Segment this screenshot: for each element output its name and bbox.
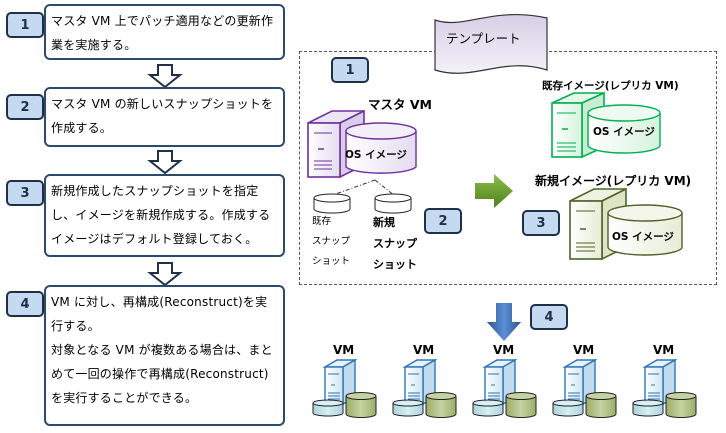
new-image-server-icon bbox=[569, 187, 683, 261]
vm-item: VM bbox=[551, 343, 627, 427]
vm-server-icon bbox=[312, 358, 377, 418]
vm-item: VM bbox=[631, 343, 707, 427]
master-vm-label: マスタ VM bbox=[368, 97, 432, 112]
new-snapshot-disk-icon bbox=[374, 193, 412, 214]
existing-snapshot-label: 既存 スナップ ショット bbox=[312, 216, 351, 267]
down-arrow-icon bbox=[147, 64, 183, 88]
step-1-text: マスタ VM 上でパッチ適用などの更新作業を実施する。 bbox=[51, 14, 274, 52]
step-4-badge: 4 bbox=[6, 291, 44, 317]
step-1-badge: 1 bbox=[6, 12, 44, 38]
down-arrow-icon bbox=[147, 150, 183, 174]
step-4-line-2: 行する。 bbox=[51, 319, 100, 333]
right-arrow-icon bbox=[475, 174, 513, 208]
step-1-box: マスタ VM 上でパッチ適用などの更新作業を実施する。 bbox=[44, 4, 285, 60]
existing-image-label: 既存イメージ(レプリカ VM) bbox=[542, 80, 679, 92]
vm-label: VM bbox=[333, 343, 355, 357]
step-4-line-1: VM に対し、再構成(Reconstruct)を実 bbox=[51, 295, 268, 309]
template-label: テンプレート bbox=[446, 31, 521, 46]
vm-item: VM bbox=[311, 343, 387, 427]
existing-snapshot-disk-icon bbox=[313, 193, 351, 214]
diagram-badge-4: 4 bbox=[530, 304, 568, 330]
vm-server-icon bbox=[472, 358, 537, 418]
diagram-badge-1: 1 bbox=[331, 57, 369, 83]
vm-item: VM bbox=[391, 343, 467, 427]
step-2-text: マスタ VM の新しいスナップショットを作成する。 bbox=[51, 97, 274, 135]
down-arrow-blue-icon bbox=[487, 303, 521, 341]
step-2-box: マスタ VM の新しいスナップショットを作成する。 bbox=[44, 87, 285, 147]
new-image-label: 新規イメージ(レプリカ VM) bbox=[535, 174, 692, 188]
vm-item: VM bbox=[471, 343, 547, 427]
step-4-line-3: 対象となる VM が複数ある場合は、まと bbox=[51, 343, 273, 357]
vm-server-icon bbox=[392, 358, 457, 418]
step-2-badge: 2 bbox=[6, 94, 44, 120]
vm-label: VM bbox=[413, 343, 435, 357]
vm-server-icon bbox=[552, 358, 617, 418]
step-4-line-5: を実行することができる。 bbox=[51, 391, 198, 405]
existing-disk-label: OS イメージ bbox=[593, 126, 655, 138]
vm-label: VM bbox=[573, 343, 595, 357]
template-banner bbox=[434, 14, 548, 74]
new-disk-label: OS イメージ bbox=[612, 231, 674, 243]
down-arrow-icon bbox=[147, 262, 183, 286]
master-disk-label: OS イメージ bbox=[345, 149, 407, 161]
vm-server-icon bbox=[632, 358, 697, 418]
snapshot-connector-lines bbox=[329, 179, 396, 197]
step-3-badge: 3 bbox=[6, 180, 44, 206]
existing-image-server-icon bbox=[551, 91, 661, 159]
step-3-box: 新規作成したスナップショットを指定し、イメージを新規作成する。作成するイメージは… bbox=[44, 174, 285, 257]
vm-label: VM bbox=[653, 343, 675, 357]
step-4-box: VM に対し、再構成(Reconstruct)を実 行する。 対象となる VM … bbox=[44, 285, 285, 426]
master-vm-server-icon bbox=[307, 109, 417, 179]
step-3-text: 新規作成したスナップショットを指定し、イメージを新規作成する。作成するイメージは… bbox=[51, 184, 271, 246]
diagram-badge-3: 3 bbox=[522, 210, 560, 236]
vm-label: VM bbox=[493, 343, 515, 357]
diagram-badge-2: 2 bbox=[424, 208, 462, 234]
new-snapshot-label: 新規 スナップ ショット bbox=[373, 216, 417, 271]
step-4-line-4: めて一回の操作で再構成(Reconstruct) bbox=[51, 367, 269, 381]
